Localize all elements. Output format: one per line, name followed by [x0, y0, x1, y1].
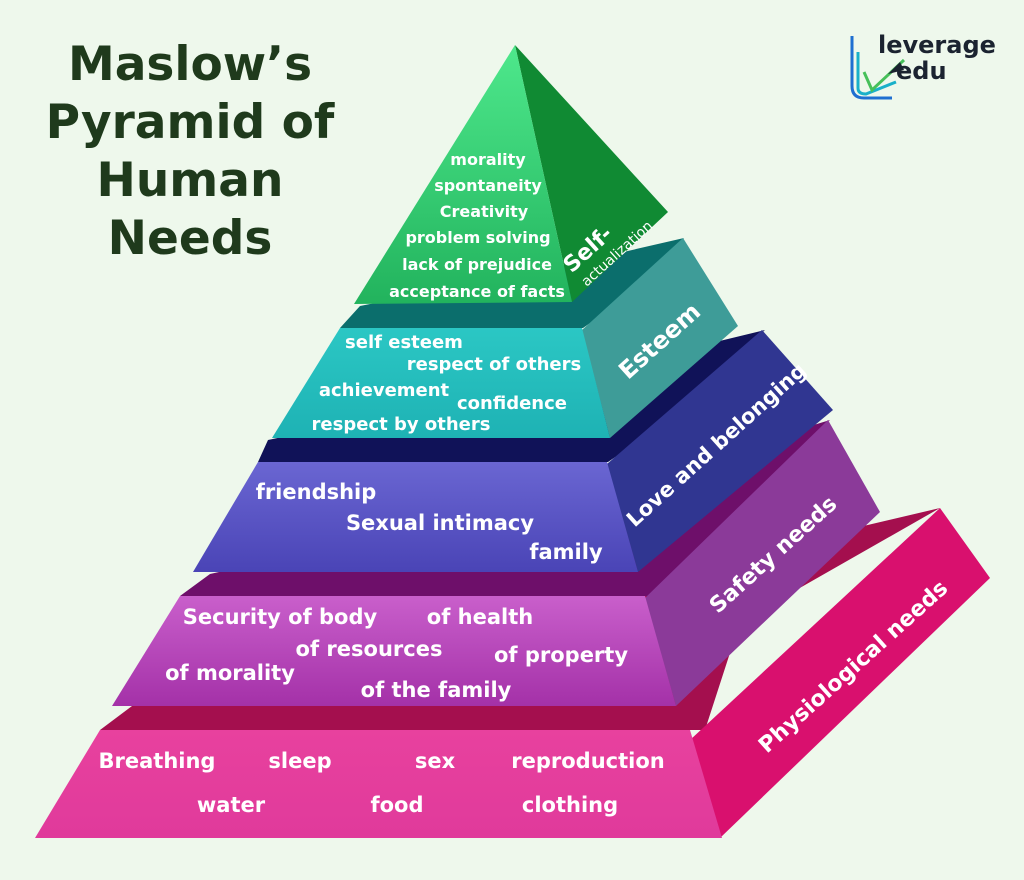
- physio-item-breathing: Breathing: [99, 749, 216, 773]
- physio-item-sex: sex: [415, 749, 456, 773]
- safety-item-of-morality: of morality: [165, 661, 295, 685]
- page-title: Maslow’s Pyramid of Human Needs: [30, 36, 350, 268]
- title-line-1: Maslow’s: [67, 37, 313, 92]
- safety-item-of-property: of property: [494, 643, 628, 667]
- self-item-spontaneity: spontaneity: [434, 176, 542, 195]
- esteem-item-confidence: confidence: [457, 393, 567, 414]
- love-item-sexual-intimacy: Sexual intimacy: [346, 511, 534, 535]
- logo-wordmark: leverage edu: [878, 32, 996, 84]
- safety-front-face: [112, 596, 676, 706]
- self-item-creativity: Creativity: [440, 202, 529, 221]
- physio-item-sleep: sleep: [268, 749, 331, 773]
- safety-side-face: [645, 420, 880, 706]
- self-side-face: [515, 45, 668, 302]
- level-self-actualization: Self- actualization morality spontaneity…: [354, 45, 668, 304]
- safety-item-security-of-body: Security of body: [183, 605, 378, 629]
- self-item-lack-of-prejudice: lack of prejudice: [402, 255, 552, 274]
- leverage-edu-logo: leverage edu: [848, 32, 998, 104]
- physio-item-water: water: [197, 793, 266, 817]
- physio-item-clothing: clothing: [522, 793, 618, 817]
- title-line-3: Human: [96, 153, 284, 208]
- title-line-4: Needs: [107, 211, 273, 266]
- love-side-face: [607, 330, 833, 572]
- self-front-face: [354, 45, 572, 304]
- safety-item-of-resources: of resources: [296, 637, 443, 661]
- esteem-item-achievement: achievement: [319, 380, 450, 401]
- esteem-item-respect-by-others: respect by others: [312, 414, 491, 435]
- esteem-item-self-esteem: self esteem: [345, 332, 463, 353]
- safety-item-of-the-family: of the family: [361, 678, 512, 702]
- self-item-problem-solving: problem solving: [405, 228, 550, 247]
- esteem-side-face: [582, 238, 738, 438]
- esteem-item-respect-of-others: respect of others: [407, 354, 581, 375]
- self-item-morality: morality: [450, 150, 526, 169]
- love-item-friendship: friendship: [256, 480, 377, 504]
- physio-side-face: [690, 508, 990, 838]
- safety-item-of-health: of health: [427, 605, 533, 629]
- physio-item-food: food: [370, 793, 423, 817]
- physio-item-reproduction: reproduction: [511, 749, 664, 773]
- love-item-family: family: [529, 540, 603, 564]
- esteem-front-face: [272, 328, 610, 438]
- logo-line-2: edu: [896, 57, 947, 85]
- title-line-2: Pyramid of: [45, 95, 335, 150]
- logo-line-1: leverage: [878, 31, 996, 59]
- logo-mark-icon: [850, 36, 906, 100]
- self-item-acceptance-of-facts: acceptance of facts: [389, 282, 565, 301]
- level-safety: Safety needs Security of body of health …: [112, 420, 880, 706]
- love-front-face: [193, 462, 638, 572]
- physio-front-face: [35, 730, 722, 838]
